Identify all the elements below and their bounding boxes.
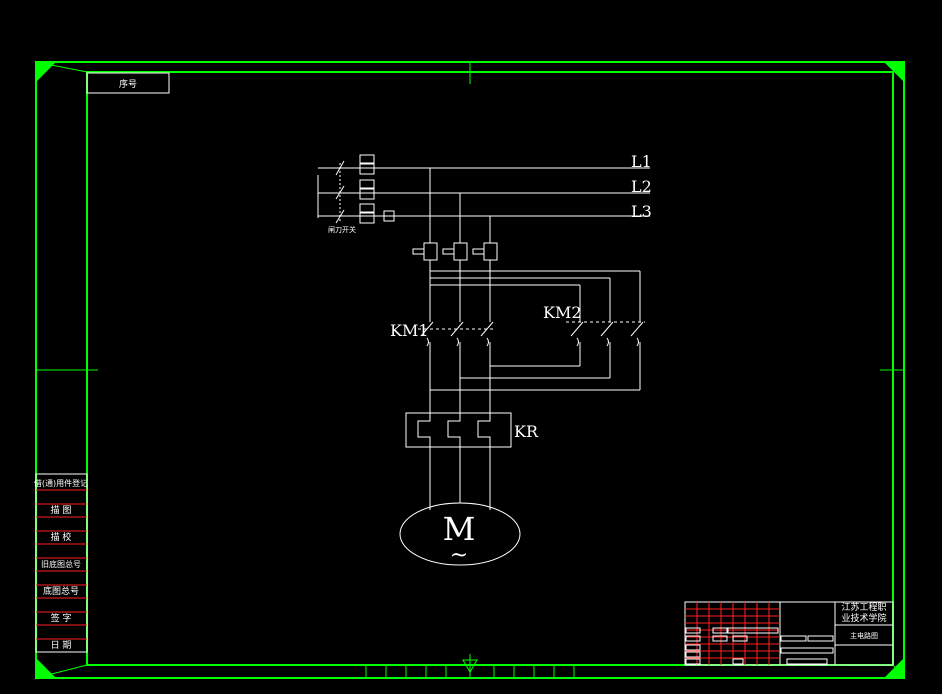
motor-symbol	[399, 502, 521, 566]
left-table-row-2: 描 图	[51, 504, 72, 516]
motor-label: M	[443, 510, 476, 548]
left-table-row-4: 旧底图总号	[41, 559, 81, 569]
motor-ac-symbol: ~	[450, 543, 468, 568]
left-registry-table	[35, 473, 88, 653]
line-label-l1: L1	[631, 152, 652, 171]
corner-tag-box	[86, 72, 170, 94]
drawing-name: 主电路图	[850, 631, 878, 640]
switch-label: 闸刀开关	[328, 225, 356, 234]
line-label-l3: L3	[631, 202, 652, 221]
school-name-line-1: 江苏工程职	[841, 601, 886, 613]
title-block	[684, 601, 894, 666]
line-label-l2: L2	[631, 177, 652, 196]
phase-drops	[429, 168, 491, 243]
school-name-line-2: 业技术学院	[841, 612, 886, 624]
left-table-row-3: 描 校	[51, 531, 72, 543]
inner-frame	[86, 71, 894, 666]
corner-tag-text: 序号	[119, 78, 137, 90]
corner-marker-bl	[36, 658, 56, 678]
fuses	[412, 242, 498, 261]
corner-marker-br	[884, 658, 904, 678]
km2-branch	[430, 270, 641, 391]
km2-contacts	[566, 321, 645, 347]
left-table-row-6: 签 字	[51, 612, 72, 624]
km2-label: KM2	[543, 303, 582, 322]
corner-marker-tl	[36, 62, 56, 82]
left-table-row-1: 借(通)用件登记	[34, 478, 88, 488]
knife-switch	[317, 154, 410, 224]
kr-label: KR	[514, 422, 539, 441]
outer-frame	[35, 61, 905, 679]
left-table-row-5: 底图总号	[43, 585, 79, 597]
km1-label: KM1	[390, 321, 429, 340]
left-table-row-7: 日 期	[51, 640, 72, 651]
power-lines	[318, 167, 650, 217]
motor-wires	[429, 447, 491, 510]
km1-contacts	[418, 321, 495, 347]
overload-relay	[405, 412, 512, 448]
orientation-triangle	[462, 659, 478, 673]
bottom-ruler	[365, 665, 575, 678]
